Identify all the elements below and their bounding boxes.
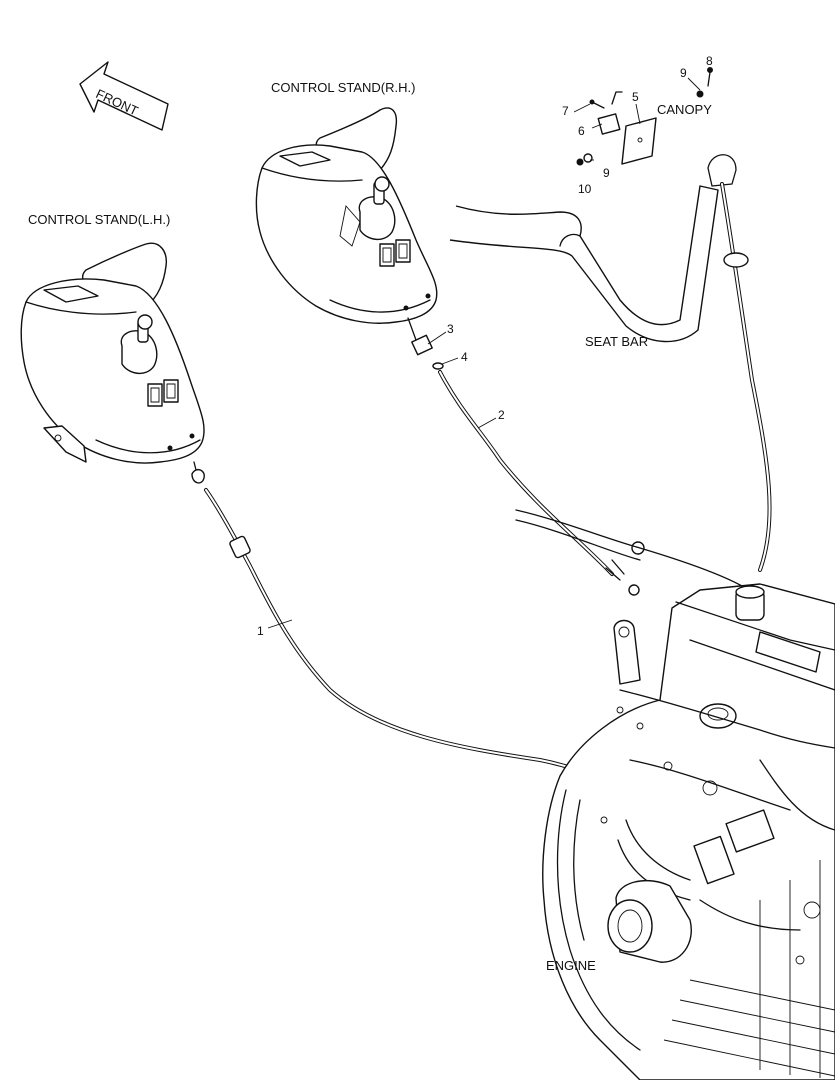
control-stand-rh	[255, 107, 438, 324]
engine-label: ENGINE	[546, 958, 596, 973]
cable-2	[407, 317, 645, 596]
callout-6: 6	[578, 124, 585, 138]
callout-3: 3	[447, 322, 454, 336]
callout-10: 10	[578, 182, 592, 196]
callout-9-lower: 9	[603, 166, 610, 180]
control-stand-lh-label: CONTROL STAND(L.H.)	[28, 212, 171, 227]
canopy-label: CANOPY	[657, 102, 712, 117]
callout-5: 5	[632, 90, 639, 104]
callout-9-upper: 9	[680, 66, 687, 80]
front-arrow-icon	[79, 61, 169, 131]
callout-1: 1	[257, 624, 264, 638]
control-stand-lh	[20, 242, 205, 464]
callout-4: 4	[461, 350, 468, 364]
seat-bar-label: SEAT BAR	[585, 334, 649, 349]
callout-8: 8	[706, 54, 713, 68]
engine	[542, 583, 835, 1080]
control-stand-rh-label: CONTROL STAND(R.H.)	[271, 80, 416, 95]
leader-lines	[267, 77, 701, 629]
canopy-switch-parts	[576, 67, 713, 166]
callout-7: 7	[562, 104, 569, 118]
callout-2: 2	[498, 408, 505, 422]
seat-bar	[449, 154, 772, 587]
